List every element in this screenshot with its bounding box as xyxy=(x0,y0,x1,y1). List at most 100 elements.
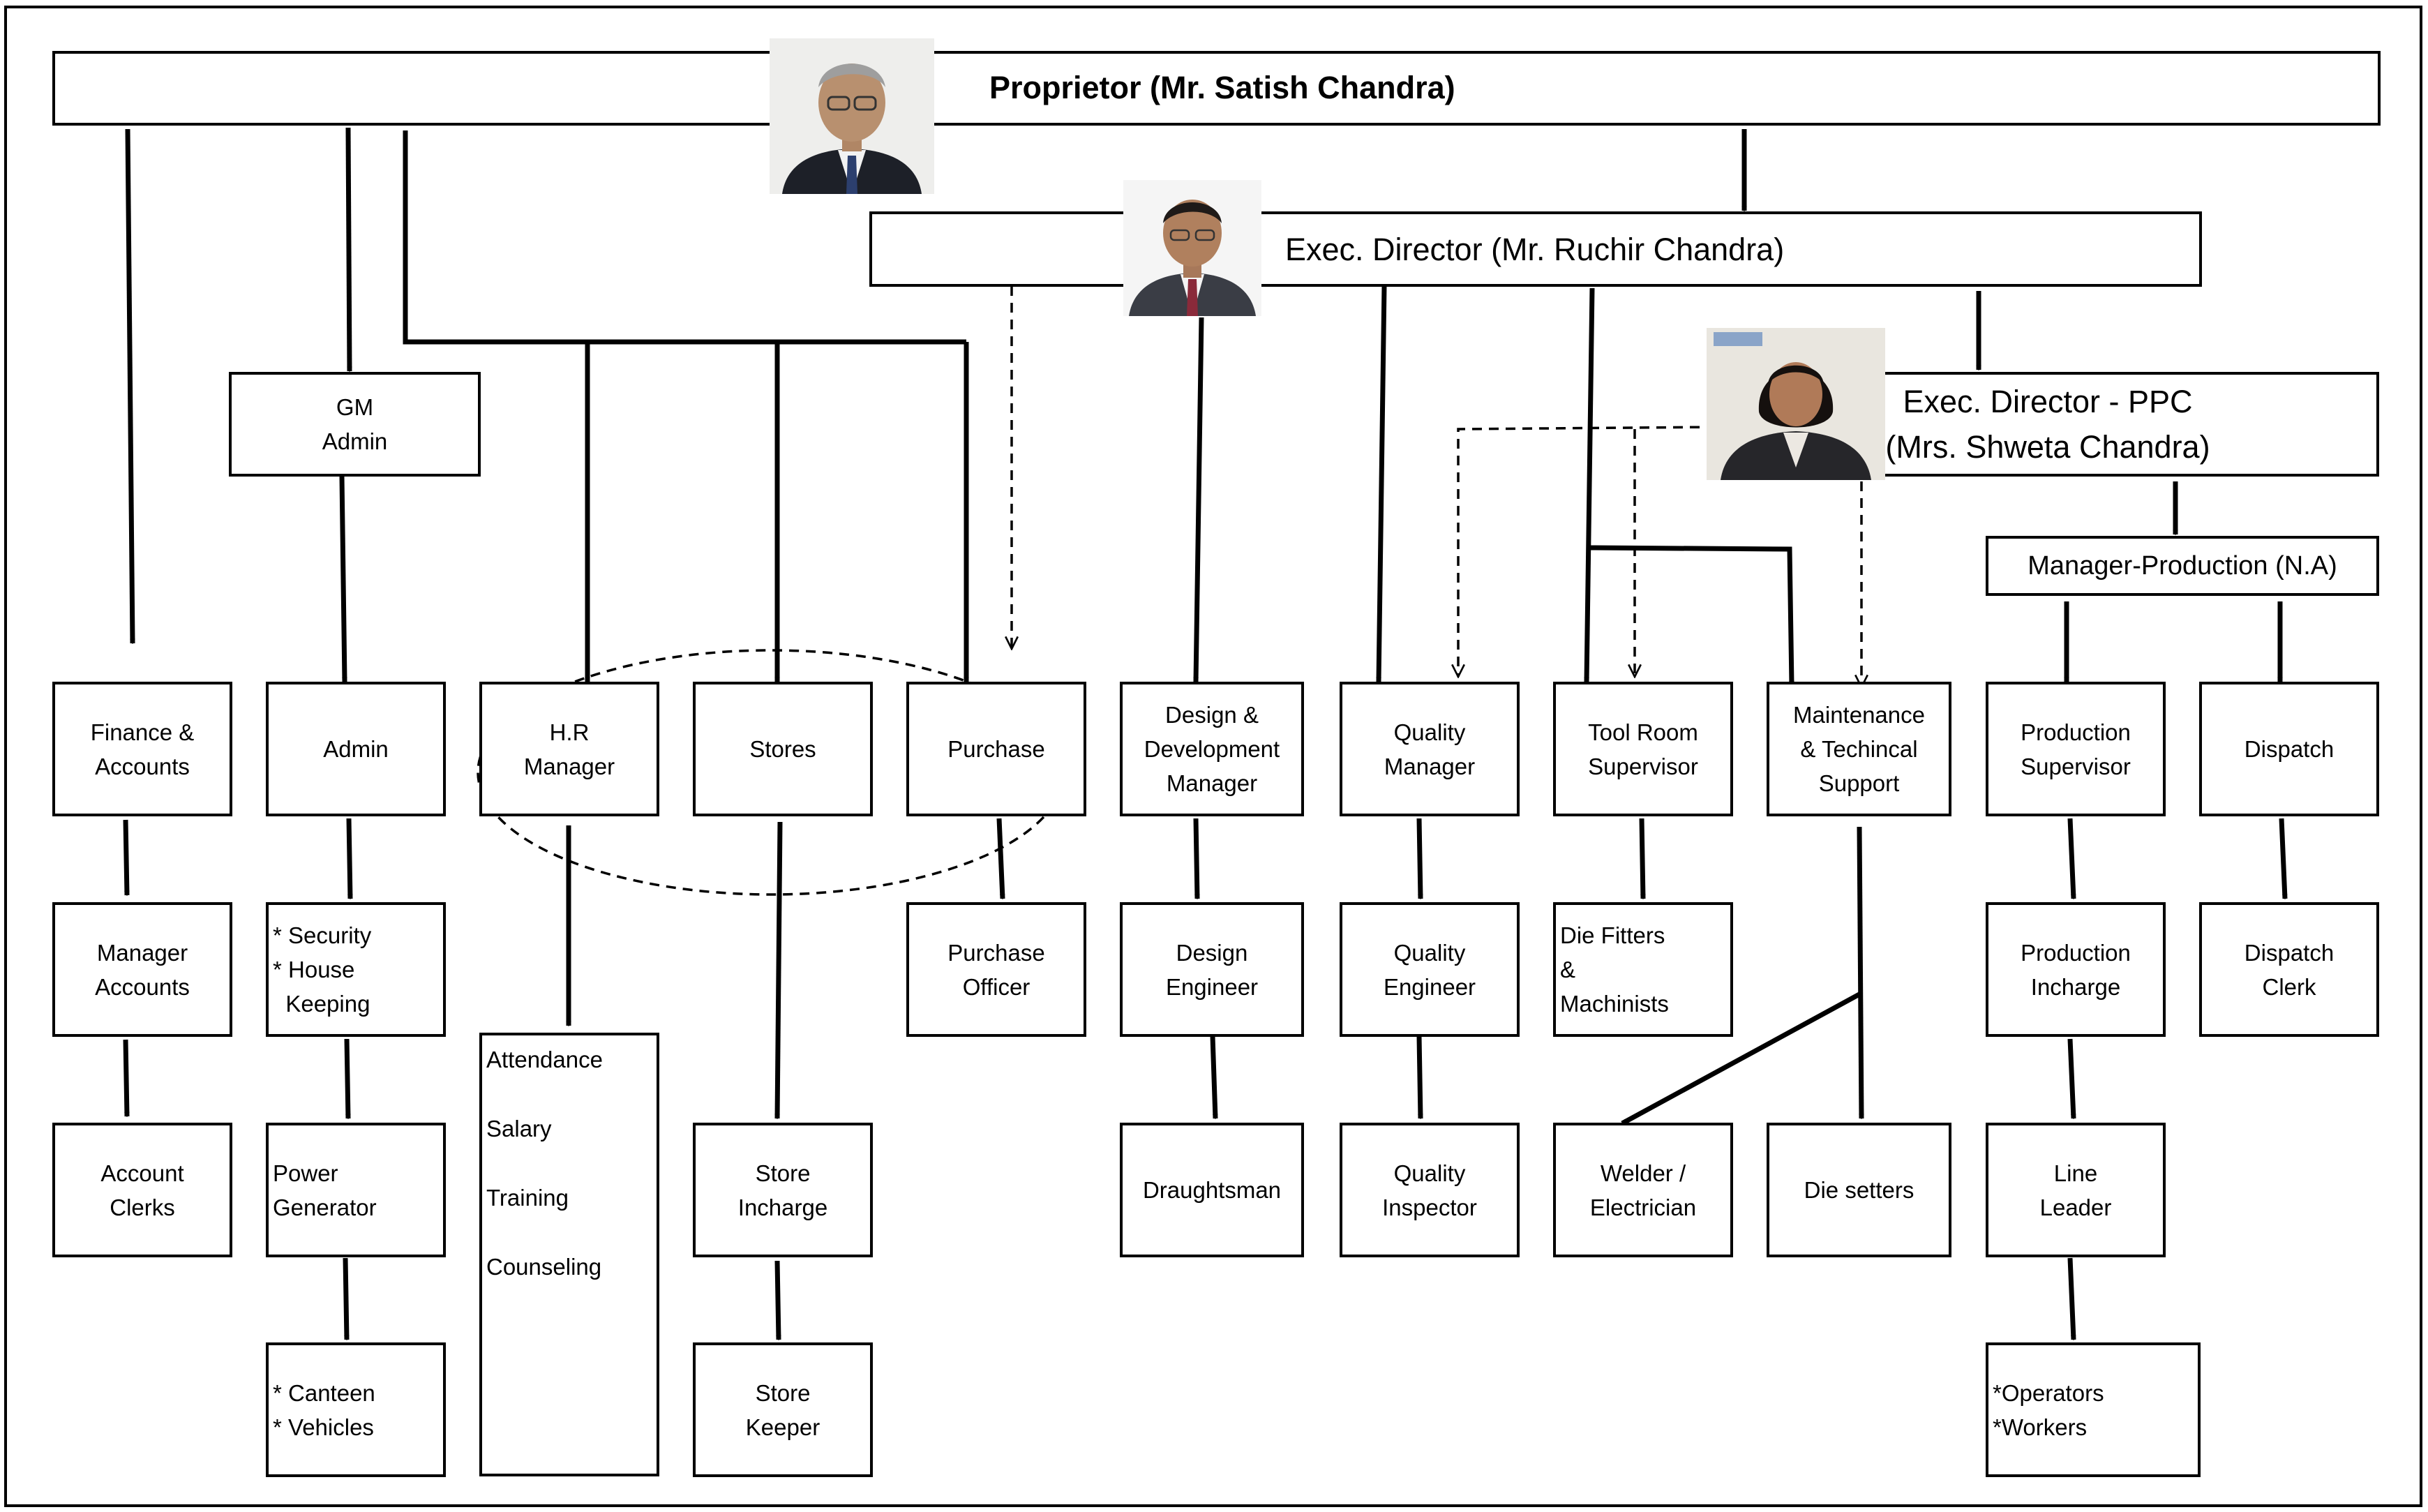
canteen-line1: * Canteen xyxy=(273,1379,375,1406)
dispatch-clerk-line1: Dispatch xyxy=(2244,939,2335,966)
production-supervisor-box[interactable]: Production Supervisor xyxy=(1986,682,2166,816)
store-incharge-line2: Incharge xyxy=(737,1194,828,1220)
welder-line1: Welder / xyxy=(1600,1160,1686,1186)
finance-line1: Finance & xyxy=(90,719,195,745)
quality-inspector-line1: Quality xyxy=(1393,1160,1466,1186)
gm-admin-box[interactable]: GM Admin xyxy=(229,372,481,477)
gm-admin-line2: Admin xyxy=(322,428,388,454)
maintenance-line2: & Techincal xyxy=(1800,736,1918,762)
arrow-line-leader-to-operators xyxy=(2067,1257,2074,1340)
hr-manager-box[interactable]: H.R Manager xyxy=(479,682,659,816)
arrow-finance-to-manager-accounts xyxy=(123,819,127,895)
manager-accounts-line1: Manager xyxy=(96,939,188,966)
arrow-store-incharge-to-keeper xyxy=(774,1260,779,1340)
tool-room-supervisor-box[interactable]: Tool Room Supervisor xyxy=(1553,682,1733,816)
arrow-production-supervisor-to-incharge xyxy=(2067,818,2074,899)
design-development-manager-box[interactable]: Design & Development Manager xyxy=(1120,682,1304,816)
hr-duties-box[interactable]: Attendance Salary Training Counseling xyxy=(479,1033,659,1476)
canteen-line2: * Vehicles xyxy=(273,1414,374,1440)
admin-box[interactable]: Admin xyxy=(266,682,446,816)
die-fitters-line3: Machinists xyxy=(1560,991,1669,1017)
operators-line1: *Operators xyxy=(1993,1379,2104,1406)
manager-production-label: Manager-Production (N.A) xyxy=(2028,551,2337,581)
power-generator-box[interactable]: Power Generator xyxy=(266,1123,446,1257)
tool-room-line1: Tool Room xyxy=(1588,719,1698,745)
quality-manager-line2: Manager xyxy=(1384,753,1476,779)
hr-duty-attendance: Attendance xyxy=(486,1047,603,1072)
maintenance-technical-support-box[interactable]: Maintenance & Techincal Support xyxy=(1767,682,1951,816)
security-line3: Keeping xyxy=(273,991,370,1017)
manager-accounts-box[interactable]: Manager Accounts xyxy=(52,902,232,1037)
outer-frame xyxy=(4,6,2422,1507)
line-leader-box[interactable]: Line Leader xyxy=(1986,1123,2166,1257)
exec-director-title: Exec. Director (Mr. Ruchir Chandra) xyxy=(1285,232,1785,267)
design-engineer-line2: Engineer xyxy=(1165,973,1259,1000)
design-manager-line2: Development xyxy=(1144,736,1280,762)
design-engineer-line1: Design xyxy=(1176,939,1248,966)
maintenance-line3: Support xyxy=(1818,770,1900,796)
arrow-quality-manager-to-engineer xyxy=(1416,818,1421,899)
stores-box[interactable]: Stores xyxy=(693,682,873,816)
canteen-vehicles-box[interactable]: * Canteen * Vehicles xyxy=(266,1342,446,1477)
quality-manager-box[interactable]: Quality Manager xyxy=(1340,682,1520,816)
finance-accounts-box[interactable]: Finance & Accounts xyxy=(52,682,232,816)
exec-director-box[interactable] xyxy=(869,211,2202,287)
welder-electrician-box[interactable]: Welder / Electrician xyxy=(1553,1123,1733,1257)
hr-line2: Manager xyxy=(523,753,615,779)
arrow-dispatch-to-clerk xyxy=(2279,818,2285,899)
line-leader-line1: Line xyxy=(2053,1160,2098,1186)
draughtsman-box[interactable]: Draughtsman xyxy=(1120,1123,1304,1257)
store-incharge-box[interactable]: Store Incharge xyxy=(693,1123,873,1257)
die-fitters-line1: Die Fitters xyxy=(1560,922,1665,948)
stores-label: Stores xyxy=(749,736,816,762)
store-incharge-line1: Store xyxy=(755,1160,811,1186)
arrow-purchase-to-officer xyxy=(996,818,1003,899)
die-fitters-machinists-box[interactable]: Die Fitters & Machinists xyxy=(1553,902,1733,1037)
security-housekeeping-box[interactable]: * Security * House Keeping xyxy=(266,902,446,1037)
arrow-design-engineer-to-draughtsman xyxy=(1210,1035,1215,1118)
purchase-box[interactable]: Purchase xyxy=(906,682,1086,816)
production-supervisor-line2: Supervisor xyxy=(2021,753,2131,779)
arrow-production-incharge-to-line-leader xyxy=(2067,1038,2074,1118)
welder-line2: Electrician xyxy=(1589,1194,1697,1220)
design-engineer-box[interactable]: Design Engineer xyxy=(1120,902,1304,1037)
store-keeper-box[interactable]: Store Keeper xyxy=(693,1342,873,1477)
production-incharge-box[interactable]: Production Incharge xyxy=(1986,902,2166,1037)
line-leader-line2: Leader xyxy=(2039,1194,2112,1220)
tool-room-line2: Supervisor xyxy=(1588,753,1698,779)
purchase-officer-line2: Officer xyxy=(962,973,1031,1000)
quality-engineer-line2: Engineer xyxy=(1383,973,1476,1000)
arrow-maintenance-to-welder xyxy=(1621,991,1861,1126)
account-clerks-line2: Clerks xyxy=(110,1194,175,1220)
manager-production-box[interactable]: Manager-Production (N.A) xyxy=(1986,536,2379,596)
dispatch-clerk-box[interactable]: Dispatch Clerk xyxy=(2199,902,2379,1037)
gm-admin-line1: GM xyxy=(336,394,374,420)
exec-director-ppc-line1: Exec. Director - PPC xyxy=(1903,384,2193,419)
purchase-officer-box[interactable]: Purchase Officer xyxy=(906,902,1086,1037)
proprietor-box[interactable] xyxy=(52,51,2381,126)
arrow-stores-to-store-incharge xyxy=(777,821,783,1118)
arrow-to-tool-room xyxy=(1587,287,1595,682)
arrow-to-maintenance xyxy=(1590,545,1792,685)
operators-workers-box[interactable]: *Operators *Workers xyxy=(1986,1342,2201,1477)
quality-engineer-box[interactable]: Quality Engineer xyxy=(1340,902,1520,1037)
connector-proprietor-hr-bus xyxy=(403,130,966,345)
account-clerks-box[interactable]: Account Clerks xyxy=(52,1123,232,1257)
hr-duty-training: Training xyxy=(486,1185,569,1211)
dispatch-clerk-line2: Clerk xyxy=(2262,973,2316,1000)
power-line2: Generator xyxy=(273,1194,377,1220)
exec-director-photo xyxy=(1123,180,1261,316)
quality-inspector-box[interactable]: Quality Inspector xyxy=(1340,1123,1520,1257)
arrow-power-to-canteen xyxy=(343,1257,347,1340)
store-keeper-line1: Store xyxy=(755,1379,811,1406)
hr-duty-counseling: Counseling xyxy=(486,1254,602,1280)
dispatch-box[interactable]: Dispatch xyxy=(2199,682,2379,816)
design-manager-line3: Manager xyxy=(1166,770,1258,796)
maintenance-line1: Maintenance xyxy=(1793,702,1925,728)
die-setters-box[interactable]: Die setters xyxy=(1767,1123,1951,1257)
die-setters-label: Die setters xyxy=(1804,1177,1914,1203)
quality-inspector-line2: Inspector xyxy=(1382,1194,1477,1220)
arrow-to-design-manager xyxy=(1196,317,1204,682)
quality-manager-line1: Quality xyxy=(1393,719,1466,745)
production-incharge-line1: Production xyxy=(2021,939,2131,966)
